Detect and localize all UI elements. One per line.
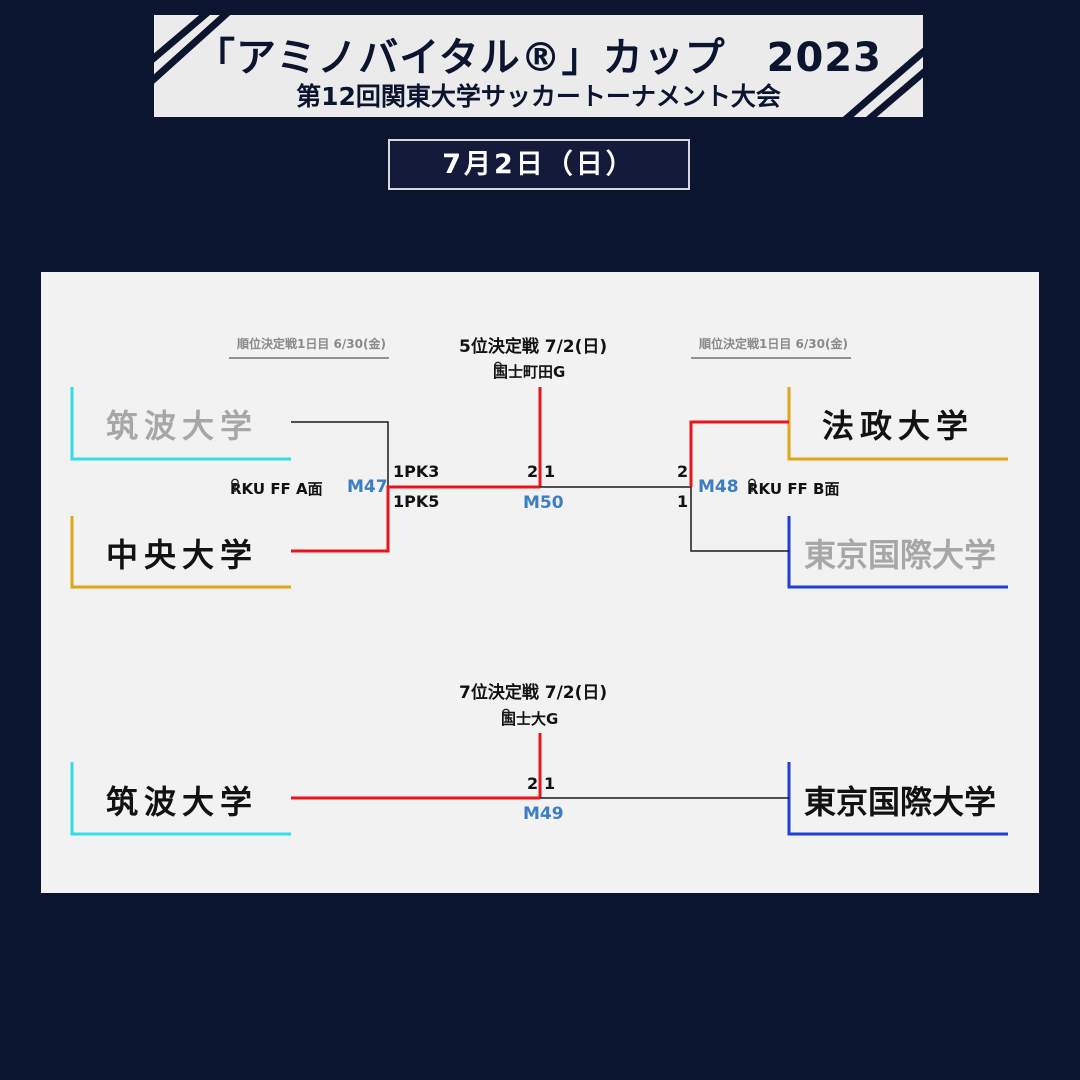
pin-icon <box>494 361 502 375</box>
tournament-title: 「アミノバイタル®」カップ 2023 <box>195 35 882 81</box>
m47-score-top: 1PK3 <box>393 462 440 481</box>
team-accent-tsukuba-top <box>70 387 291 461</box>
title-banner: 「アミノバイタル®」カップ 2023 第12回関東大学サッカートーナメント大会 <box>154 15 923 117</box>
m50-score-left: 2 <box>527 462 539 481</box>
m47-score-bottom: 1PK5 <box>393 492 440 511</box>
m47-winner-line <box>291 485 540 553</box>
seventh-place-venue-label: 国士大G <box>501 710 559 728</box>
seventh-place-title: 7位決定戦 7/2(日) <box>459 683 608 703</box>
m48-venue-label: RKU FF B面 <box>747 480 840 498</box>
team-hosei: 法政大学 <box>822 407 975 445</box>
m48-venue: RKU FF B面 <box>747 478 839 499</box>
pin-icon <box>748 478 756 492</box>
m49-code: M49 <box>523 804 564 824</box>
m48-score-bottom: 1 <box>677 492 689 511</box>
m47-code: M47 <box>347 477 388 497</box>
team-accent-tiu-bottom <box>787 762 1008 836</box>
m50-code: M50 <box>523 493 564 513</box>
note-right: 順位決定戦1日目 6/30(金) <box>699 337 848 351</box>
bracket-lines <box>70 357 1008 836</box>
fifth-place-venue-label: 国士町田G <box>493 363 566 381</box>
m48-winner-line <box>689 420 789 487</box>
fifth-place-title: 5位決定戦 7/2(日) <box>459 337 608 357</box>
m48-loser-line <box>690 487 789 552</box>
note-left: 順位決定戦1日目 6/30(金) <box>237 337 386 351</box>
m47-loser-line <box>291 421 389 487</box>
team-accent-tiu-top <box>787 516 1008 589</box>
m49-score-right: 1 <box>544 774 556 793</box>
pin-icon <box>231 478 239 492</box>
team-tsukuba-bottom: 筑波大学 <box>106 783 259 821</box>
m47-venue-label: RKU FF A面 <box>230 480 323 498</box>
m50-score-right: 1 <box>544 462 556 481</box>
pin-icon <box>502 708 510 722</box>
m48-code: M48 <box>698 477 739 497</box>
seventh-place-venue: 国士大G <box>501 708 558 729</box>
m49-score-left: 2 <box>527 774 539 793</box>
team-tiu-bottom: 東京国際大学 <box>804 783 997 821</box>
m48-score-top: 2 <box>677 462 689 481</box>
date-label: 7月2日（日） <box>388 139 690 190</box>
bracket-panel: 順位決定戦1日目 6/30(金) 順位決定戦1日目 6/30(金) 5位決定戦 … <box>41 272 1039 893</box>
tournament-subtitle: 第12回関東大学サッカートーナメント大会 <box>296 82 781 111</box>
fifth-place-venue: 国士町田G <box>493 361 565 382</box>
banner-stripes <box>154 15 923 117</box>
team-tiu-top: 東京国際大学 <box>804 536 997 574</box>
team-accent-tsukuba-bottom <box>70 762 291 836</box>
team-accent-hosei <box>787 387 1008 461</box>
m47-venue: RKU FF A面 <box>230 478 323 499</box>
team-tsukuba-top: 筑波大学 <box>106 407 259 445</box>
team-chuo: 中央大学 <box>106 536 259 574</box>
team-accent-chuo <box>70 516 291 589</box>
